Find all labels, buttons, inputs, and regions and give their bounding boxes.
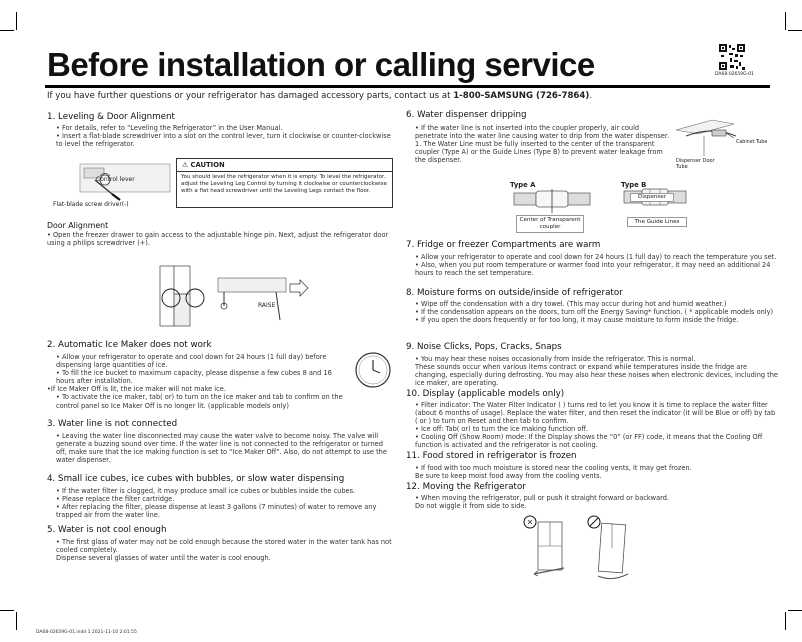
dispenser-door-tube-label: Dispenser Door Tube bbox=[676, 158, 715, 170]
section-2-heading: 2. Automatic Ice Maker does not work bbox=[47, 340, 212, 350]
raise-label: RAISE bbox=[258, 302, 276, 309]
section-9-heading: 9. Noise Clicks, Pops, Cracks, Snaps bbox=[406, 342, 562, 352]
clock-icon bbox=[355, 352, 391, 388]
title-rule bbox=[45, 85, 770, 88]
moving-refrigerator-illustration bbox=[523, 515, 629, 580]
qr-code-icon bbox=[719, 44, 745, 70]
section-6-heading: 6. Water dispenser dripping bbox=[406, 110, 527, 120]
section-3-heading: 3. Water line is not connected bbox=[47, 419, 178, 429]
caution-title: CAUTION bbox=[190, 161, 225, 169]
type-a-label: Type A bbox=[510, 181, 536, 189]
control-lever-illustration bbox=[79, 163, 171, 201]
section-5-text: • The first glass of water may not be co… bbox=[56, 538, 392, 563]
dispenser-tube-illustration bbox=[675, 119, 737, 156]
section-10-heading: 10. Display (applicable models only) bbox=[406, 389, 565, 399]
section-5-heading: 5. Water is not cool enough bbox=[47, 525, 167, 535]
section-8-text: • Wipe off the condensation with a dry t… bbox=[415, 300, 774, 325]
section-2-text: • Allow your refrigerator to operate and… bbox=[47, 353, 343, 410]
screwdriver-label: Flat-blade screw driver(-) bbox=[53, 201, 129, 208]
section-4-text: • If the water filter is clogged, it may… bbox=[56, 487, 377, 520]
door-alignment-heading: Door Alignment bbox=[47, 221, 109, 230]
section-11-heading: 11. Food stored in refrigerator is froze… bbox=[406, 451, 577, 461]
dispenser-label: Dispenser bbox=[630, 193, 674, 202]
footer-print-info: DA68-02659G-01.indd 1 2021-11-10 2:01:55 bbox=[36, 630, 137, 635]
caution-box: ⚠ CAUTION You should level the refrigera… bbox=[176, 158, 393, 208]
section-11-text: • If food with too much moisture is stor… bbox=[415, 464, 692, 481]
control-lever-label: Control lever bbox=[96, 176, 135, 183]
guide-lines-label: The Guide Lines bbox=[627, 217, 687, 227]
support-phone: 1-800-SAMSUNG (726-7864) bbox=[453, 91, 590, 101]
section-4-heading: 4. Small ice cubes, ice cubes with bubbl… bbox=[47, 474, 345, 484]
section-12-heading: 12. Moving the Refrigerator bbox=[406, 482, 526, 492]
section-1-heading: 1. Leveling & Door Alignment bbox=[47, 112, 175, 122]
section-3-text: • Leaving the water line disconnected ma… bbox=[56, 432, 387, 465]
section-7-text: • Allow your refrigerator to operate and… bbox=[415, 253, 777, 278]
warning-icon: ⚠ bbox=[182, 161, 189, 169]
center-coupler-label: Center of Transparent coupler bbox=[516, 215, 584, 233]
type-b-label: Type B bbox=[621, 181, 647, 189]
section-7-heading: 7. Fridge or freezer Compartments are wa… bbox=[406, 240, 601, 250]
section-1-text: • For details, refer to “Leveling the Re… bbox=[56, 124, 391, 149]
type-a-coupler-illustration bbox=[513, 189, 591, 213]
caution-text: You should level the refrigerator when i… bbox=[177, 171, 392, 198]
document-number: DA68-02659G-01 bbox=[715, 72, 754, 77]
section-10-text: • Filter indicator: The Water Filter Ind… bbox=[415, 401, 776, 450]
door-hinge-illustration bbox=[159, 265, 309, 327]
section-9-text: • You may hear these noises occasionally… bbox=[415, 355, 778, 388]
page-title: Before installation or calling service bbox=[47, 46, 595, 83]
section-8-heading: 8. Moisture forms on outside/inside of r… bbox=[406, 288, 623, 298]
section-12-text: • When moving the refrigerator, pull or … bbox=[415, 494, 669, 511]
section-6-text: • If the water line is not inserted into… bbox=[415, 124, 670, 165]
intro-text: If you have further questions or your re… bbox=[47, 91, 593, 101]
cabinet-tube-label: Cabinet Tube bbox=[736, 140, 768, 145]
door-alignment-text: • Open the freezer drawer to gain access… bbox=[47, 231, 389, 248]
